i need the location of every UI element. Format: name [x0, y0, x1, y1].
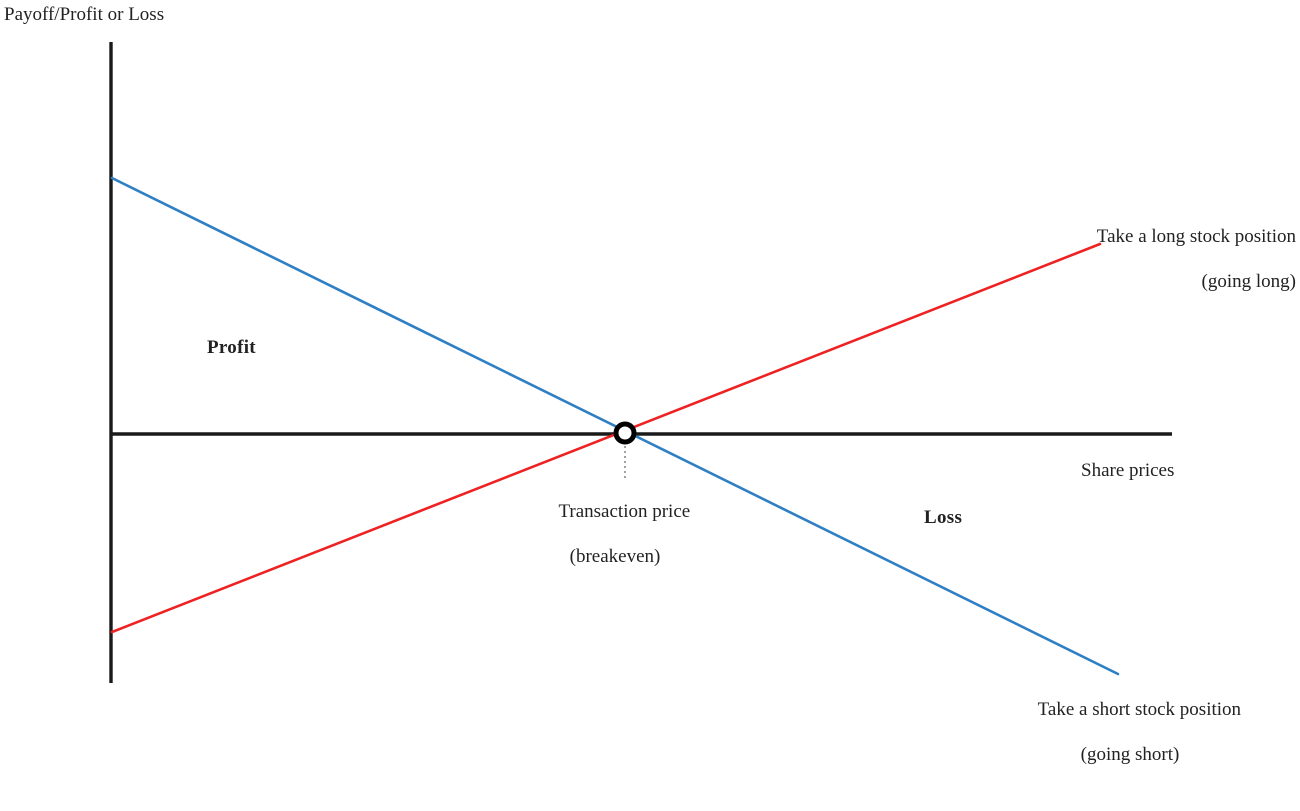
breakeven-point-marker — [613, 421, 637, 445]
profit-region-label: Profit — [207, 337, 256, 358]
long-position-line — [110, 242, 1102, 634]
breakeven-label-line2: (breakeven) — [569, 546, 661, 568]
x-axis-title: Share prices — [1081, 460, 1175, 481]
short-position-label-line1: Take a short stock position — [1037, 699, 1242, 721]
long-position-label-line2: (going long) — [1201, 271, 1296, 293]
short-position-line — [110, 176, 1120, 676]
long-position-label: Take a long stock position (going long) — [1015, 204, 1300, 338]
loss-region-label: Loss — [924, 507, 963, 528]
payoff-diagram: Payoff/Profit or Loss Share prices Profi… — [4, 4, 1300, 765]
short-position-label: Take a short stock position (going short… — [960, 677, 1300, 811]
payoff-diagram-canvas — [109, 42, 1172, 683]
y-axis-title: Payoff/Profit or Loss — [4, 4, 165, 25]
short-position-label-line2: (going short) — [1080, 744, 1180, 766]
breakeven-label-line1: Transaction price — [558, 501, 691, 523]
long-position-label-line1: Take a long stock position — [1096, 226, 1296, 248]
breakeven-label: Transaction price (breakeven) — [505, 479, 725, 613]
